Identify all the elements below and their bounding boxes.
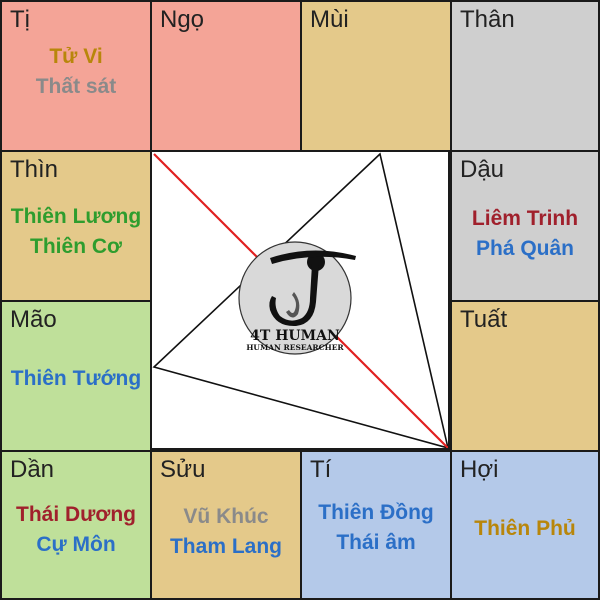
star-name: Liêm Trinh — [471, 207, 579, 230]
center-diagram: 4T HUMAN HUMAN RESEARCHER — [152, 152, 448, 448]
star-name: Phá Quân — [475, 237, 575, 260]
palace-branch-label: Hợi — [460, 456, 499, 483]
palace-mui: Mùi — [300, 0, 452, 152]
star-name: Cự Môn — [36, 533, 116, 556]
star-name: Thất sát — [35, 75, 117, 98]
palace-mao: Mão Thiên Tướng — [0, 300, 152, 452]
palace-branch-label: Dậu — [460, 156, 505, 183]
palace-stars: Thiên Lương Thiên Cơ — [2, 202, 150, 262]
star-name: Vũ Khúc — [183, 505, 269, 528]
palace-stars: Liêm Trinh Phá Quân — [452, 204, 598, 264]
palace-dan: Dần Thái Dương Cự Môn — [0, 450, 152, 600]
star-name: Thiên Cơ — [30, 235, 122, 258]
star-name: Thiên Phủ — [474, 517, 576, 540]
figure-icon — [269, 250, 356, 327]
palace-hoi: Hợi Thiên Phủ — [450, 450, 600, 600]
logo-title: 4T HUMAN — [250, 328, 340, 344]
palace-branch-label: Tị — [10, 6, 30, 33]
palace-dau: Dậu Liêm Trinh Phá Quân — [450, 150, 600, 302]
palace-tuat: Tuất — [450, 300, 600, 452]
star-name: Tử Vi — [49, 45, 103, 68]
star-name: Thiên Đồng — [318, 501, 434, 524]
palace-stars: Thiên Phủ — [452, 514, 598, 544]
palace-branch-label: Tuất — [460, 306, 508, 333]
palace-branch-label: Dần — [10, 456, 55, 483]
palace-branch-label: Thìn — [10, 156, 59, 183]
palace-stars: Vũ Khúc Tham Lang — [152, 502, 300, 562]
star-name: Thiên Tướng — [10, 367, 142, 390]
logo-subtitle: HUMAN RESEARCHER — [246, 343, 344, 352]
star-name: Tham Lang — [169, 535, 282, 558]
palace-stars: Thiên Tướng — [2, 364, 150, 394]
palace-branch-label: Ngọ — [160, 6, 205, 33]
palace-ti: Tị Tử Vi Thất sát — [0, 0, 152, 152]
palace-thin: Thìn Thiên Lương Thiên Cơ — [0, 150, 152, 302]
palace-ti-rat: Tí Thiên Đồng Thái âm — [300, 450, 452, 600]
palace-stars: Thái Dương Cự Môn — [2, 500, 150, 560]
palace-branch-label: Mão — [10, 306, 57, 333]
center-panel: 4T HUMAN HUMAN RESEARCHER — [150, 150, 450, 450]
star-name: Thái âm — [336, 531, 416, 554]
palace-branch-label: Tí — [310, 456, 332, 483]
palace-than: Thân — [450, 0, 600, 152]
palace-ngo: Ngọ — [150, 0, 302, 152]
star-name: Thái Dương — [16, 503, 136, 526]
palace-stars: Tử Vi Thất sát — [2, 42, 150, 102]
palace-branch-label: Mùi — [310, 6, 349, 33]
logo: 4T HUMAN HUMAN RESEARCHER — [238, 241, 356, 355]
palace-branch-label: Thân — [460, 6, 515, 33]
palace-suu: Sửu Vũ Khúc Tham Lang — [150, 450, 302, 600]
palace-branch-label: Sửu — [160, 456, 206, 483]
palace-stars: Thiên Đồng Thái âm — [302, 498, 450, 558]
star-name: Thiên Lương — [10, 205, 142, 228]
